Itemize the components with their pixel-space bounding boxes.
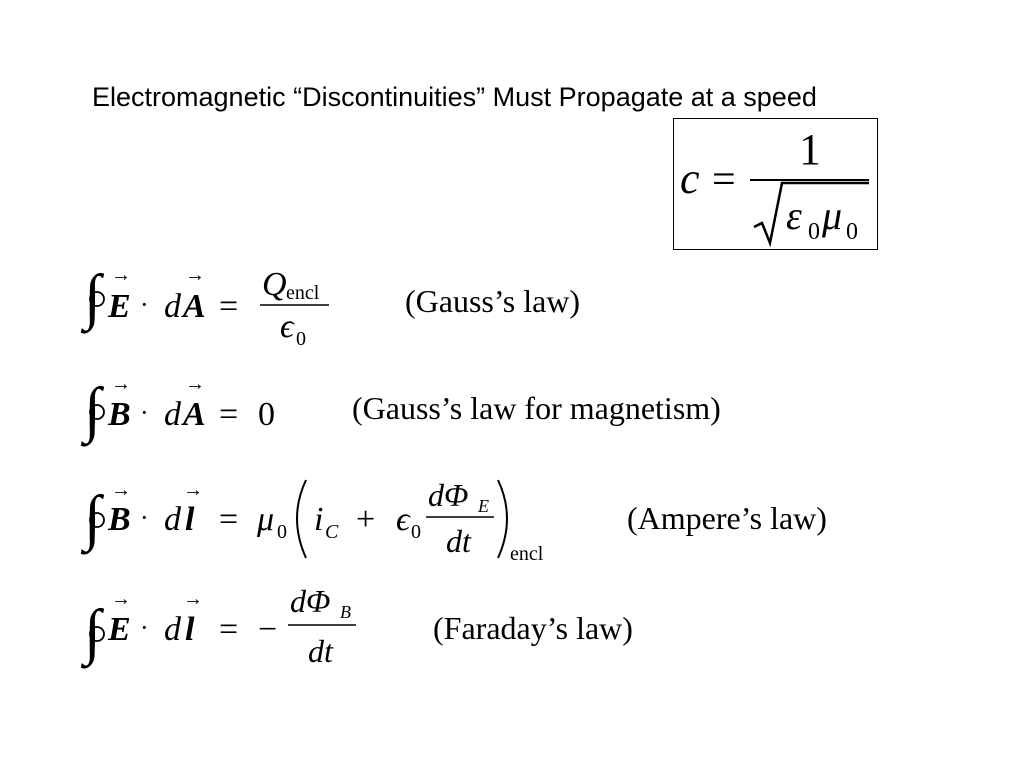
dot-operator: · bbox=[140, 503, 149, 532]
vector-arrow-icon: → bbox=[185, 264, 205, 286]
rhs-zero: 0 bbox=[258, 396, 275, 433]
contour-integral-icon: ∫ bbox=[80, 263, 105, 334]
differential-d: d bbox=[164, 288, 182, 325]
contour-integral-icon: ∫ bbox=[80, 376, 105, 447]
equals-sign: = bbox=[219, 396, 238, 433]
vector-arrow-icon: → bbox=[111, 479, 131, 501]
contour-integral-icon: ∫ bbox=[80, 484, 105, 555]
element-symbol: A bbox=[181, 396, 206, 433]
gauss-magnetism-equation: ∫ B → · d A → = 0 (Gauss’s law for magne… bbox=[80, 368, 984, 458]
svg-text:∫: ∫ bbox=[80, 598, 105, 669]
vector-arrow-icon: → bbox=[111, 264, 131, 286]
ampere-law-label: (Ampere’s law) bbox=[627, 500, 827, 536]
speed-of-light-equation: c = 1 ε 0 μ 0 bbox=[673, 118, 878, 250]
field-symbol: B bbox=[107, 396, 131, 433]
differential-d: d bbox=[164, 611, 182, 648]
differential-d: d bbox=[164, 396, 182, 433]
svg-text:∫: ∫ bbox=[80, 263, 105, 334]
dot-operator: · bbox=[140, 613, 149, 642]
permittivity-subscript: 0 bbox=[411, 521, 421, 543]
field-symbol: B bbox=[107, 501, 131, 538]
permittivity-symbol: ϵ bbox=[396, 501, 411, 538]
square-root-sign bbox=[753, 181, 869, 248]
vector-arrow-icon: → bbox=[183, 479, 203, 501]
dot-operator: · bbox=[140, 398, 149, 427]
contour-integral-icon: ∫ bbox=[80, 598, 105, 669]
equals-sign: = bbox=[712, 157, 736, 203]
epsilon-symbol: ε bbox=[786, 193, 802, 238]
charge-subscript: encl bbox=[286, 282, 320, 304]
flux-subscript: E bbox=[477, 496, 489, 516]
flux-denominator: dt bbox=[308, 633, 334, 669]
flux-numerator: dΦ bbox=[290, 583, 330, 619]
field-symbol: E bbox=[107, 288, 131, 325]
svg-text:∫: ∫ bbox=[80, 484, 105, 555]
encl-subscript: encl bbox=[510, 543, 544, 565]
current-subscript: C bbox=[325, 521, 339, 543]
dot-operator: · bbox=[140, 290, 149, 319]
equals-sign: = bbox=[219, 611, 238, 648]
vector-arrow-icon: → bbox=[185, 373, 205, 395]
right-paren bbox=[497, 479, 508, 559]
slide-title: Electromagnetic “Discontinuities” Must P… bbox=[92, 82, 817, 112]
ampere-law-equation: ∫ B → · d l → = μ 0 i C + ϵ 0 dΦ E dt en… bbox=[80, 468, 984, 565]
minus-sign: − bbox=[258, 611, 277, 648]
element-symbol: l bbox=[185, 501, 195, 538]
current-symbol: i bbox=[314, 501, 323, 538]
speed-symbol: c bbox=[680, 154, 700, 203]
permittivity-symbol: ϵ bbox=[280, 308, 295, 345]
gauss-law-equation: ∫ E → · d A → = Q encl ϵ 0 (Gauss’s law) bbox=[80, 255, 984, 350]
charge-symbol: Q bbox=[262, 266, 287, 303]
flux-numerator: dΦ bbox=[428, 477, 468, 513]
vector-arrow-icon: → bbox=[111, 588, 131, 610]
field-symbol: E bbox=[107, 611, 131, 648]
flux-subscript: B bbox=[340, 602, 351, 622]
faraday-law-label: (Faraday’s law) bbox=[433, 610, 633, 646]
mu-subscript: 0 bbox=[846, 219, 858, 245]
element-symbol: A bbox=[181, 288, 206, 325]
element-symbol: l bbox=[185, 611, 195, 648]
gauss-magnetism-label: (Gauss’s law for magnetism) bbox=[352, 390, 721, 426]
differential-d: d bbox=[164, 501, 182, 538]
svg-text:∫: ∫ bbox=[80, 376, 105, 447]
permeability-symbol: μ bbox=[256, 501, 274, 538]
faraday-law-equation: ∫ E → · d l → = − dΦ B dt (Faraday’s law… bbox=[80, 580, 984, 670]
numerator-one: 1 bbox=[799, 125, 821, 174]
mu-symbol: μ bbox=[821, 193, 842, 238]
permittivity-subscript: 0 bbox=[296, 328, 306, 350]
left-paren bbox=[296, 479, 307, 559]
epsilon-subscript: 0 bbox=[808, 219, 820, 245]
vector-arrow-icon: → bbox=[111, 373, 131, 395]
plus-sign: + bbox=[356, 501, 375, 538]
equals-sign: = bbox=[219, 501, 238, 538]
vector-arrow-icon: → bbox=[183, 588, 203, 610]
gauss-law-label: (Gauss’s law) bbox=[405, 283, 581, 319]
equals-sign: = bbox=[219, 288, 238, 325]
flux-denominator: dt bbox=[446, 523, 472, 559]
permeability-subscript: 0 bbox=[277, 521, 287, 543]
